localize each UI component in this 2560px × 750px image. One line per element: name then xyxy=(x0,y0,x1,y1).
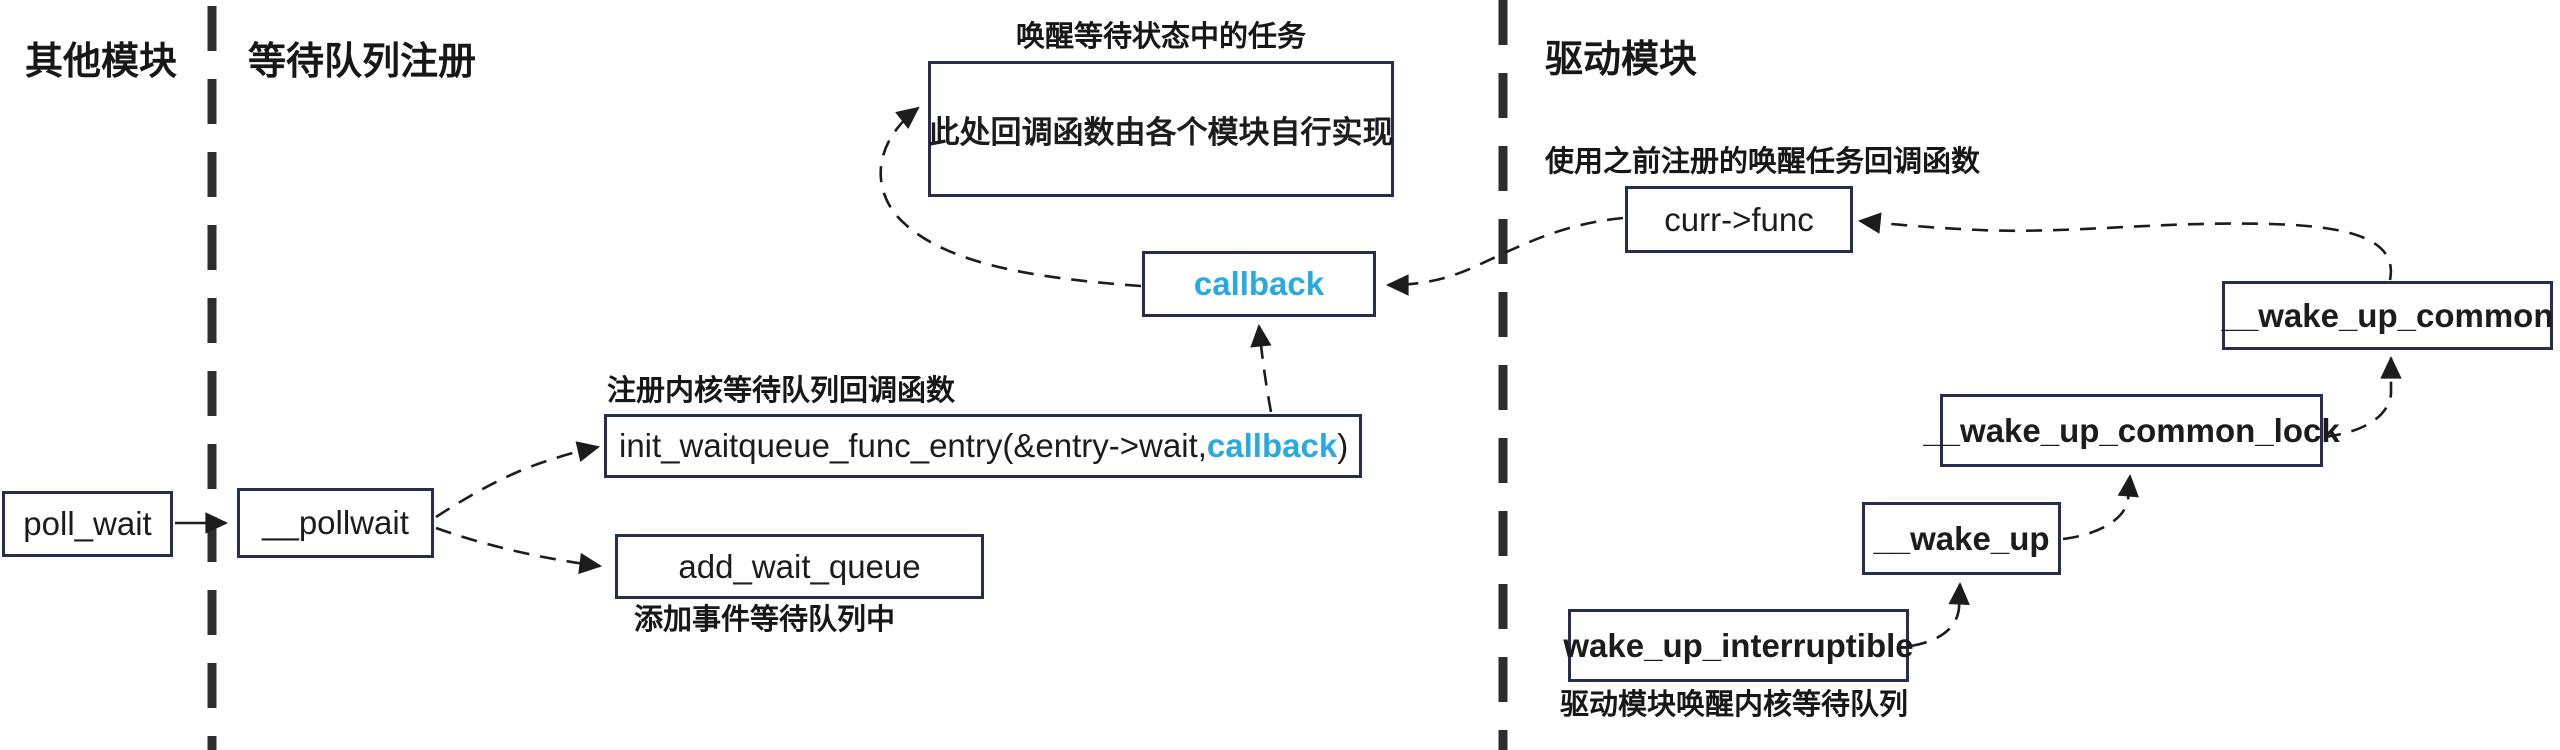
node-wake-up-interruptible: wake_up_interruptible xyxy=(1563,609,1914,682)
connector-wakeupcommon-to-currfunc xyxy=(1857,212,2393,281)
init-call-callback-arg: callback xyxy=(1206,427,1338,464)
caption-driver-wakes: 驱动模块唤醒内核等待队列 xyxy=(1560,689,1909,721)
column-header-waitqueue-register: 等待队列注册 xyxy=(248,41,477,83)
init-call-prefix: init_waitqueue_func_entry(&entry->wait, xyxy=(619,427,1207,464)
node-callback: callback xyxy=(1142,251,1376,317)
connector-init-to-callback xyxy=(1250,323,1273,413)
connector-pollwait-to-init xyxy=(435,441,601,519)
node-wake-up-common-lock: __wake_up_common_lock xyxy=(1923,394,2340,467)
node-module-implemented-callback: 此处回调函数由各个模块自行实现 xyxy=(928,61,1394,197)
column-header-driver-module: 驱动模块 xyxy=(1545,39,1698,81)
column-header-other-modules: 其他模块 xyxy=(25,41,178,83)
connector-wakeup-to-lock xyxy=(2062,473,2139,541)
connector-lock-to-wakeupcommon xyxy=(2324,355,2402,439)
node-wake-up: __wake_up xyxy=(1862,502,2061,575)
node-pollwait: __pollwait xyxy=(237,488,434,558)
init-call-suffix: ) xyxy=(1337,427,1349,464)
connector-callback-to-moduleimpl xyxy=(879,106,1142,288)
connector-currfunc-to-callback xyxy=(1385,216,1624,296)
node-poll-wait: poll_wait xyxy=(2,491,173,557)
caption-add-to-waitqueue: 添加事件等待队列中 xyxy=(634,604,896,636)
caption-use-registered-callback: 使用之前注册的唤醒任务回调函数 xyxy=(1545,146,1981,178)
node-init-waitqueue-func-entry: init_waitqueue_func_entry(&entry->wait, … xyxy=(604,414,1362,478)
node-curr-func: curr->func xyxy=(1625,186,1853,253)
caption-wake-tasks: 唤醒等待状态中的任务 xyxy=(1015,21,1306,53)
node-add-wait-queue: add_wait_queue xyxy=(615,534,984,599)
connector-interruptible-to-wakeup xyxy=(1910,581,1970,648)
node-wake-up-common: __wake_up_common xyxy=(2222,281,2553,350)
connector-pollwait-to-addwaitqueue xyxy=(435,526,603,575)
caption-register-callback: 注册内核等待队列回调函数 xyxy=(607,375,956,407)
